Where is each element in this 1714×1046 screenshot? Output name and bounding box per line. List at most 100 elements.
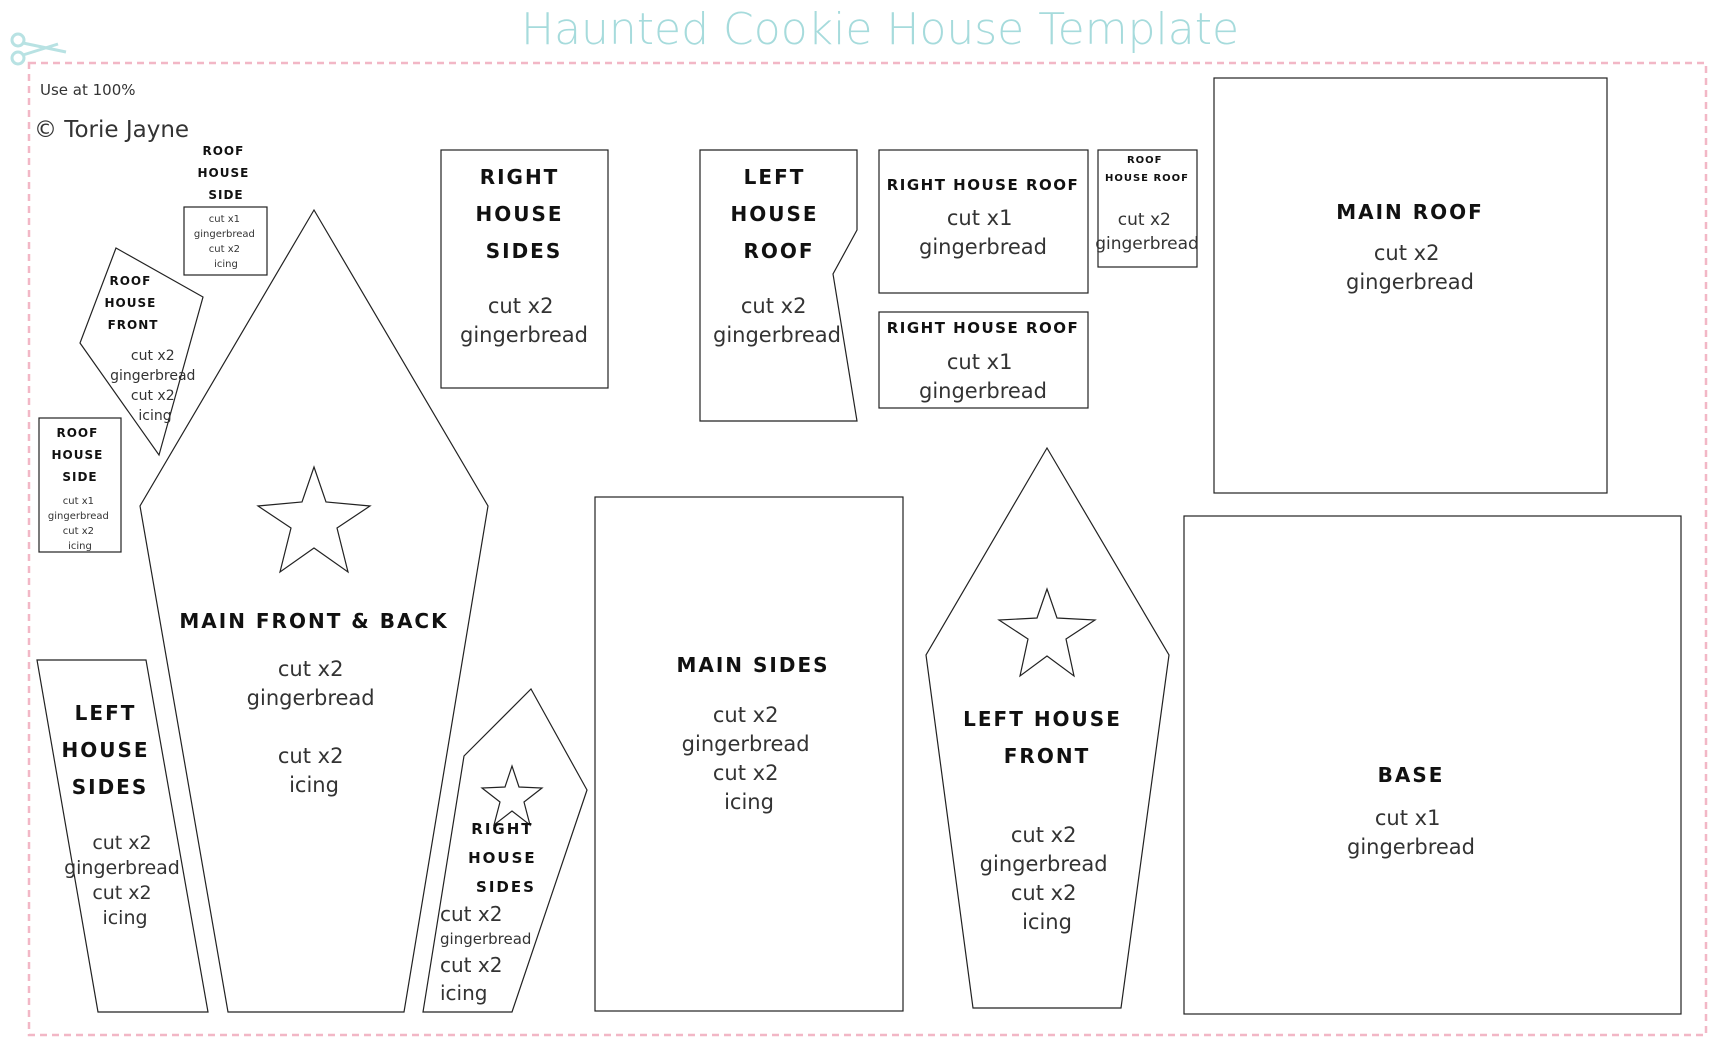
- piece-outline: [878, 149, 1089, 294]
- piece-note: cut x2: [1011, 881, 1077, 905]
- piece-left-house-sides: LEFT HOUSE SIDES cut x2 gingerbread cut …: [36, 659, 209, 1013]
- piece-heading: HOUSE: [61, 738, 149, 762]
- piece-heading: ROOF: [202, 144, 244, 158]
- piece-roof-house-front: ROOF HOUSE FRONT cut x2 gingerbread cut …: [79, 247, 204, 457]
- piece-note: gingerbread: [194, 229, 255, 240]
- piece-outline: [38, 417, 122, 553]
- piece-note: cut x2: [1118, 210, 1171, 230]
- svg-text:cut x2 gingerbread: cut x2 gingerbread cut x2 icing: [440, 902, 537, 1005]
- piece-heading: ROOF: [1127, 155, 1163, 166]
- piece-note: gingerbread: [460, 323, 588, 347]
- svg-text:cut x2 gingerbread: cut x2 gingerbread: [1095, 210, 1199, 254]
- piece-heading: HOUSE ROOF: [1105, 173, 1189, 184]
- piece-note: cut x1: [947, 206, 1013, 230]
- piece-heading: SIDES: [486, 239, 563, 263]
- piece-outline: [594, 496, 904, 1012]
- piece-heading: LEFT: [75, 701, 137, 725]
- svg-text:RIGHT HOUSE SIDES: RIGHT HOUSE SIDES: [468, 820, 544, 896]
- piece-outline: [1213, 77, 1608, 494]
- svg-text:cut x1 gingerbread: cut x1 gingerbread: [1347, 806, 1475, 859]
- copyright: © Torie Jayne: [34, 117, 189, 143]
- piece-note: icing: [102, 907, 147, 929]
- svg-text:cut x2 gingerbread: cut x2 gingerbread: [713, 294, 841, 347]
- piece-note: icing: [1022, 910, 1072, 934]
- piece-note: icing: [724, 790, 774, 814]
- piece-heading: HOUSE: [104, 296, 156, 310]
- piece-heading: HOUSE: [51, 448, 103, 462]
- piece-note: cut x1: [1375, 806, 1441, 830]
- piece-note: gingerbread: [247, 686, 375, 710]
- piece-heading: SIDES: [476, 878, 536, 896]
- piece-heading: RIGHT: [471, 820, 533, 838]
- piece-note: cut x2: [209, 244, 240, 255]
- piece-right-house-sides-small: RIGHT HOUSE SIDES cut x2 gingerbread cut…: [422, 688, 588, 1013]
- piece-right-house-roof-1: RIGHT HOUSE ROOF cut x1 gingerbread: [878, 149, 1089, 294]
- star-cutout-icon: [480, 764, 544, 827]
- piece-main-roof: MAIN ROOF cut x2 gingerbread: [1213, 77, 1608, 494]
- piece-heading: MAIN FRONT & BACK: [179, 609, 448, 633]
- piece-note: gingerbread: [1095, 234, 1199, 254]
- piece-heading: HOUSE: [730, 202, 818, 226]
- piece-roof-house-side-left: ROOF HOUSE SIDE cut x1 gingerbread cut x…: [38, 417, 122, 553]
- piece-outline: [36, 659, 209, 1013]
- page-title: Haunted Cookie House Template: [521, 4, 1239, 55]
- piece-heading: FRONT: [108, 318, 159, 332]
- svg-text:LEFT HOUSE SIDES: LEFT HOUSE SIDES: [61, 701, 158, 799]
- piece-heading: MAIN ROOF: [1336, 200, 1484, 224]
- svg-text:cut x2 gingerbread: cut x2 gingerbread cut x2 icing: [682, 703, 817, 814]
- piece-heading: LEFT HOUSE: [963, 707, 1122, 731]
- piece-outline: [925, 446, 1170, 1009]
- piece-note: gingerbread: [980, 852, 1108, 876]
- piece-heading: SIDE: [62, 470, 97, 484]
- piece-outline: [440, 149, 609, 389]
- piece-outline: [699, 149, 858, 422]
- piece-outline: [878, 311, 1089, 409]
- piece-outline: [1183, 515, 1682, 1015]
- piece-note: cut x2: [713, 761, 779, 785]
- piece-heading: BASE: [1378, 763, 1445, 787]
- piece-note: cut x2: [278, 744, 344, 768]
- piece-right-house-roof-2: RIGHT HOUSE ROOF cut x1 gingerbread: [878, 311, 1089, 409]
- piece-heading: HOUSE: [468, 849, 537, 867]
- piece-note: cut x2: [1011, 823, 1077, 847]
- piece-note: gingerbread: [1346, 270, 1474, 294]
- piece-note: cut x2: [1374, 241, 1440, 265]
- piece-note: cut x1: [209, 214, 240, 225]
- piece-note: cut x2: [131, 388, 175, 404]
- svg-text:cut x1 gingerbread: cut x1 gingerbread cut x2 icing: [194, 214, 258, 270]
- svg-text:ROOF HOUSE SIDE: ROOF HOUSE SIDE: [51, 426, 108, 484]
- piece-note: gingerbread: [919, 235, 1047, 259]
- piece-base: BASE cut x1 gingerbread: [1183, 515, 1682, 1015]
- piece-note: cut x2: [741, 294, 807, 318]
- piece-heading: HOUSE: [197, 166, 249, 180]
- piece-heading: ROOF: [56, 426, 98, 440]
- piece-heading: MAIN SIDES: [676, 653, 829, 677]
- piece-outline: [183, 206, 268, 276]
- svg-text:cut x1 gingerbread: cut x1 gingerbread cut x2 icing: [48, 496, 112, 552]
- piece-note: cut x2: [440, 902, 502, 926]
- svg-text:ROOF HOUSE SIDE: ROOF HOUSE SIDE: [197, 144, 254, 202]
- piece-heading: LEFT: [744, 165, 806, 189]
- svg-text:LEFT HOUSE FRONT: LEFT HOUSE FRONT: [963, 707, 1131, 768]
- piece-note: gingerbread: [440, 930, 531, 948]
- piece-note: gingerbread: [1347, 835, 1475, 859]
- piece-note: icing: [289, 773, 339, 797]
- piece-outline: [79, 247, 204, 457]
- piece-left-house-front: LEFT HOUSE FRONT cut x2 gingerbread cut …: [925, 446, 1170, 1009]
- usage-note: Use at 100%: [40, 81, 136, 99]
- piece-note: gingerbread: [48, 511, 109, 522]
- piece-note: gingerbread: [64, 857, 180, 879]
- piece-outline: [1097, 149, 1198, 268]
- piece-heading: ROOF: [109, 274, 151, 288]
- piece-note: cut x2: [440, 953, 502, 977]
- svg-text:cut x2 gingerbread: cut x2 gingerbread: [460, 294, 588, 347]
- piece-note: gingerbread: [919, 379, 1047, 403]
- svg-text:ROOF HOUSE ROOF: ROOF HOUSE ROOF: [1105, 155, 1189, 184]
- svg-text:LEFT HOUSE ROOF: LEFT HOUSE ROOF: [730, 165, 827, 263]
- piece-outline: [422, 688, 588, 1013]
- svg-text:RIGHT HOUSE SIDES: RIGHT HOUSE SIDES: [475, 165, 572, 263]
- piece-note: icing: [214, 259, 238, 270]
- piece-right-house-sides-rect: RIGHT HOUSE SIDES cut x2 gingerbread: [440, 149, 609, 389]
- svg-text:cut x2 gingerbread: cut x2 gingerbread cut x2 icing: [980, 823, 1115, 934]
